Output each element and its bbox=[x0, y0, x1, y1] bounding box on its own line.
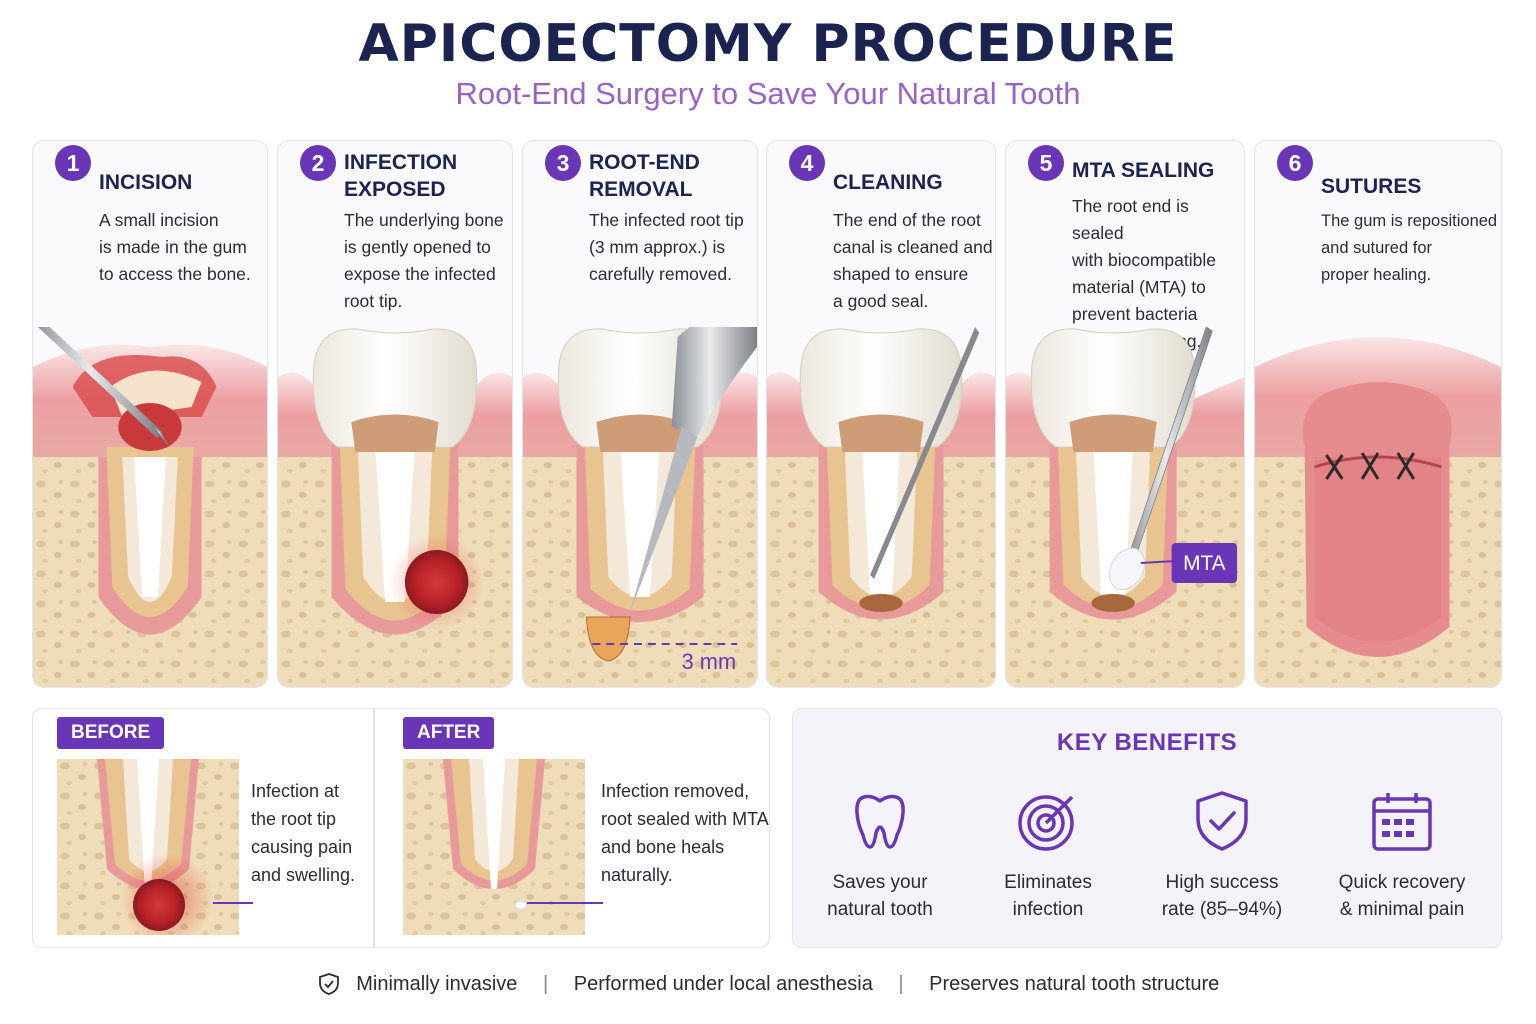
step-number: 4 bbox=[789, 145, 825, 181]
page-title: APICOECTOMY PROCEDURE bbox=[358, 14, 1178, 74]
scalpel-gum-flap-illustration bbox=[33, 327, 267, 687]
step-title: SUTURES bbox=[1321, 175, 1422, 198]
shield-check-icon bbox=[1190, 789, 1254, 853]
sutured-gum-illustration bbox=[1255, 327, 1501, 687]
probe-canal-cleaning-illustration bbox=[767, 327, 995, 687]
after-badge: AFTER bbox=[403, 717, 495, 749]
after-illustration bbox=[403, 759, 585, 935]
panel-divider bbox=[373, 709, 375, 947]
step-number: 1 bbox=[55, 145, 91, 181]
footer-item: Preserves natural tooth structure bbox=[929, 972, 1220, 995]
tooth-icon bbox=[848, 789, 912, 853]
benefit-quick-recovery: Quick recovery& minimal pain bbox=[1317, 789, 1487, 923]
calendar-icon bbox=[1370, 789, 1434, 853]
drill-root-tip-illustration: 3 mm bbox=[523, 327, 757, 687]
before-illustration bbox=[57, 759, 239, 935]
benefits-title: KEY BENEFITS bbox=[1056, 729, 1238, 756]
before-badge: BEFORE bbox=[57, 717, 165, 749]
mta-seal-illustration: MTA bbox=[1006, 327, 1244, 687]
footer-item: Performed under local anesthesia bbox=[573, 972, 873, 995]
step-title: INCISION bbox=[99, 171, 193, 194]
footer-separator: | bbox=[898, 972, 904, 995]
step-number: 5 bbox=[1028, 145, 1064, 181]
measure-label: 3 mm bbox=[682, 649, 737, 674]
target-icon bbox=[1016, 789, 1080, 853]
step-title: MTA SEALING bbox=[1072, 159, 1215, 182]
step-number: 2 bbox=[300, 145, 336, 181]
step-number: 6 bbox=[1277, 145, 1313, 181]
step-title: CLEANING bbox=[833, 171, 943, 194]
shield-check-icon bbox=[317, 972, 341, 996]
page-subtitle: Root-End Surgery to Save Your Natural To… bbox=[455, 76, 1081, 111]
footer-features: Minimally invasive | Performed under loc… bbox=[0, 972, 1536, 996]
step-number: 3 bbox=[545, 145, 581, 181]
mta-callout-label: MTA bbox=[1183, 552, 1225, 575]
benefit-label: Quick recovery& minimal pain bbox=[1338, 872, 1466, 920]
footer-item: Minimally invasive bbox=[356, 972, 518, 995]
infected-root-tip-illustration bbox=[278, 327, 512, 687]
footer-separator: | bbox=[542, 972, 549, 995]
